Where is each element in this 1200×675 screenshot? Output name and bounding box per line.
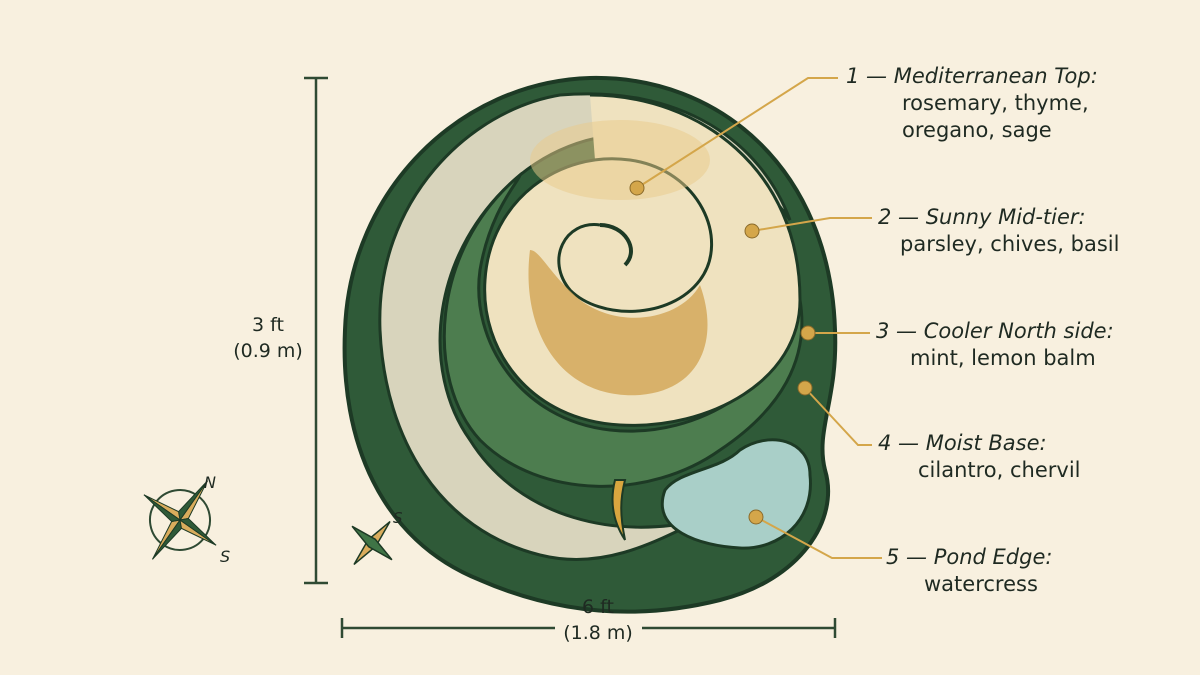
compass-rose-icon <box>143 480 217 560</box>
spiral-ring-middle <box>442 171 804 488</box>
zone-label-5: 5 — Pond Edge: watercress <box>886 544 1052 598</box>
zone-label-3: 3 — Cooler North side: mint, lemon balm <box>876 318 1114 372</box>
zone-title: 1 — Mediterranean Top: <box>846 64 1098 88</box>
leader-5 <box>755 516 882 559</box>
zone-title: 3 — Cooler North side: <box>876 319 1114 343</box>
zone-plants: oregano, sage <box>902 118 1052 142</box>
zone-label-4: 4 — Moist Base: cilantro, chervil <box>878 430 1081 484</box>
leader-2 <box>751 217 872 232</box>
spiral-groove <box>599 223 633 267</box>
compass-south: S <box>220 547 230 566</box>
ochre-stone <box>611 479 627 541</box>
marker-2 <box>744 223 760 239</box>
zone-plants: parsley, chives, basil <box>900 232 1120 256</box>
marker-4 <box>797 380 813 396</box>
top-highlight <box>530 120 710 200</box>
zone-plants: cilantro, chervil <box>918 458 1081 482</box>
width-value: 6 ft <box>582 596 614 618</box>
marker-1 <box>629 180 645 196</box>
height-metric: (0.9 m) <box>233 340 303 362</box>
leader-lines <box>636 77 882 559</box>
zone-label-1: 1 — Mediterranean Top: rosemary, thyme, … <box>846 63 1098 144</box>
zone-title: 2 — Sunny Mid-tier: <box>878 205 1086 229</box>
small-compass-south: S <box>393 509 403 527</box>
zone-plants: rosemary, thyme, <box>902 91 1089 115</box>
zone-title: 4 — Moist Base: <box>878 431 1047 455</box>
zone-label-2: 2 — Sunny Mid-tier: parsley, chives, bas… <box>878 204 1119 258</box>
marker-3 <box>800 325 816 341</box>
marker-5 <box>748 509 764 525</box>
leader-4 <box>804 387 872 446</box>
pond <box>661 438 812 550</box>
height-label: 3 ft (0.9 m) <box>233 312 303 364</box>
spiral-center-ochre <box>528 250 708 396</box>
compass-north: N <box>204 473 216 492</box>
width-label: 6 ft (1.8 m) <box>563 594 633 646</box>
zone-plants: watercress <box>924 572 1038 596</box>
width-metric: (1.8 m) <box>563 622 633 644</box>
zone-title: 5 — Pond Edge: <box>886 545 1053 569</box>
leader-1 <box>636 77 838 189</box>
small-compass-icon <box>351 520 393 566</box>
zone-plants: mint, lemon balm <box>910 346 1096 370</box>
height-value: 3 ft <box>252 314 284 336</box>
